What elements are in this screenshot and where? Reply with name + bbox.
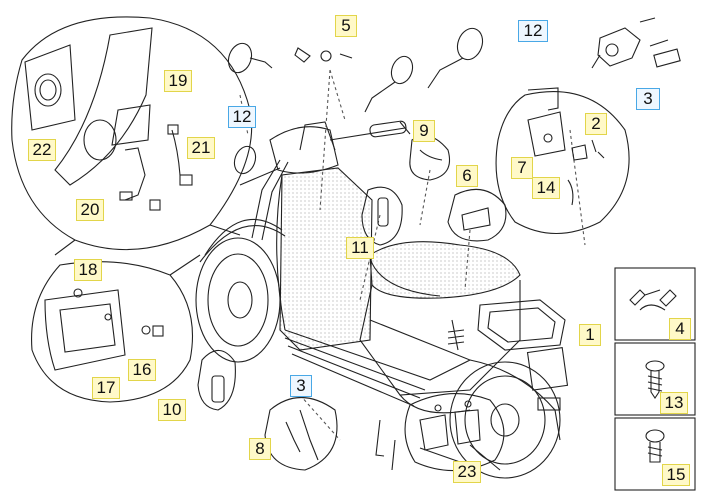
callout-1: 1 xyxy=(579,324,601,346)
callout-12b: 12 xyxy=(518,20,548,42)
callout-3a: 3 xyxy=(636,88,660,110)
callout-21: 21 xyxy=(187,137,215,159)
callout-17: 17 xyxy=(92,377,120,399)
part-6-bracket xyxy=(447,188,507,242)
screw-box-15 xyxy=(614,417,696,491)
part-10-clip xyxy=(197,349,236,411)
part-9-cable xyxy=(409,135,451,181)
part-5-fasteners xyxy=(294,47,353,63)
callout-15: 15 xyxy=(662,464,690,486)
callout-11: 11 xyxy=(346,237,374,259)
callout-23: 23 xyxy=(453,461,481,483)
callout-18: 18 xyxy=(74,259,102,281)
callout-2: 2 xyxy=(585,113,607,135)
callout-19: 19 xyxy=(164,70,192,92)
callout-12a: 12 xyxy=(228,106,256,128)
part-11-latch xyxy=(361,186,403,246)
keys-box xyxy=(614,267,696,341)
callout-13: 13 xyxy=(660,392,688,414)
callout-5: 5 xyxy=(335,15,357,37)
callout-22: 22 xyxy=(28,139,56,161)
callout-9: 9 xyxy=(413,120,435,142)
callout-7: 7 xyxy=(511,157,533,179)
windshield-detail xyxy=(11,16,253,256)
part-8-wiring xyxy=(264,397,338,471)
rear-cover-detail xyxy=(31,254,201,403)
callout-16: 16 xyxy=(128,359,156,381)
callout-4: 4 xyxy=(669,318,691,340)
callout-14: 14 xyxy=(532,177,560,199)
callout-20: 20 xyxy=(76,199,104,221)
callout-10: 10 xyxy=(158,399,186,421)
scooter-body xyxy=(195,120,569,479)
part-23-hardware xyxy=(404,393,505,472)
callout-8: 8 xyxy=(249,438,271,460)
mirror-left xyxy=(227,42,273,175)
ignition-switch xyxy=(591,17,681,69)
screw-box-13 xyxy=(614,342,696,416)
callout-3b: 3 xyxy=(290,375,312,397)
bracket-detail xyxy=(495,87,630,235)
mirror-right xyxy=(364,27,484,113)
callout-6: 6 xyxy=(456,165,478,187)
